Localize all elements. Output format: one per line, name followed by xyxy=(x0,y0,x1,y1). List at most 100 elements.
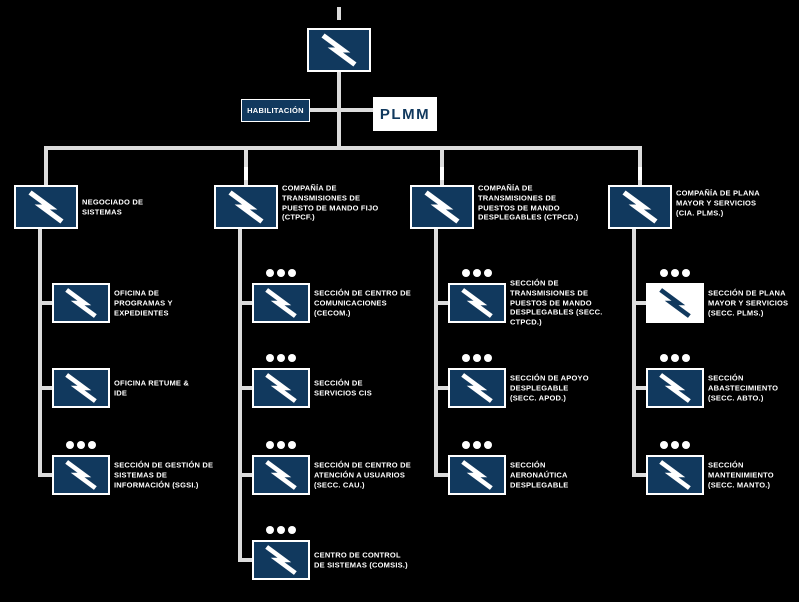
signal-flash-icon xyxy=(461,460,493,490)
connector-line xyxy=(436,386,448,390)
echelon-dot xyxy=(266,269,274,277)
connector-line xyxy=(434,229,438,477)
connector-line xyxy=(44,146,642,150)
echelon-dot xyxy=(77,441,85,449)
unit-label: SECCIÓN AERONAÚTICA DESPLEGABLE xyxy=(510,460,569,489)
branch-head-box xyxy=(214,185,278,229)
section-echelon-dots xyxy=(266,354,296,362)
signal-flash-icon xyxy=(28,190,64,224)
echelon-dot xyxy=(266,354,274,362)
connector-line xyxy=(634,386,646,390)
echelon-dot xyxy=(473,269,481,277)
signal-flash-icon xyxy=(265,373,297,403)
unit-box xyxy=(52,455,110,495)
echelon-dot xyxy=(682,269,690,277)
branch-head-label: NEGOCIADO DE SISTEMAS xyxy=(82,197,144,216)
unit-label: SECCIÓN DE CENTRO DE ATENCIÓN A USUARIOS… xyxy=(314,460,411,489)
unit-label: OFICINA RETUME & IDE xyxy=(114,378,190,397)
connector-line xyxy=(238,229,242,562)
echelon-dot xyxy=(277,354,285,362)
section-echelon-dots xyxy=(660,441,690,449)
echelon-dot xyxy=(671,441,679,449)
echelon-dot xyxy=(277,269,285,277)
echelon-dot xyxy=(671,354,679,362)
connector-line xyxy=(40,386,52,390)
branch-head-label: COMPAÑÍA DE TRANSMISIONES DE PUESTO DE M… xyxy=(282,183,379,222)
echelon-dot xyxy=(266,526,274,534)
company-echelon-bar xyxy=(440,167,444,180)
unit-label: SECCIÓN DE APOYO DESPLEGABLE (SECC. APOD… xyxy=(510,373,589,402)
echelon-dot xyxy=(660,441,668,449)
section-echelon-dots xyxy=(266,269,296,277)
unit-label: SECCIÓN DE TRANSMISIONES DE PUESTOS DE M… xyxy=(510,278,603,327)
section-echelon-dots xyxy=(462,269,492,277)
echelon-dot xyxy=(277,441,285,449)
echelon-dot xyxy=(266,441,274,449)
section-echelon-dots xyxy=(660,354,690,362)
section-echelon-dots xyxy=(660,269,690,277)
echelon-dot xyxy=(288,354,296,362)
unit-box xyxy=(448,368,506,408)
echelon-dot xyxy=(462,269,470,277)
section-echelon-dots xyxy=(462,354,492,362)
plmm-label: PLMM xyxy=(379,105,431,123)
echelon-dot xyxy=(288,526,296,534)
branch-head-box xyxy=(608,185,672,229)
signal-flash-icon xyxy=(622,190,658,224)
echelon-dot xyxy=(462,354,470,362)
section-echelon-dots xyxy=(462,441,492,449)
unit-box xyxy=(252,368,310,408)
signal-flash-icon xyxy=(65,460,97,490)
branch-head-box xyxy=(410,185,474,229)
signal-flash-icon xyxy=(659,373,691,403)
unit-box xyxy=(52,368,110,408)
unit-box xyxy=(52,283,110,323)
connector-line xyxy=(309,108,374,112)
echelon-dot xyxy=(288,441,296,449)
echelon-dot xyxy=(671,269,679,277)
signal-flash-icon xyxy=(265,288,297,318)
unit-box xyxy=(448,455,506,495)
echelon-dot xyxy=(66,441,74,449)
signal-flash-icon xyxy=(265,460,297,490)
branch-head-label: COMPAÑÍA DE PLANA MAYOR Y SERVICIOS (CIA… xyxy=(676,188,760,217)
unit-label: SECCIÓN DE PLANA MAYOR Y SERVICIOS (SECC… xyxy=(708,288,789,317)
unit-label: SECCIÓN DE CENTRO DE COMUNICACIONES (CEC… xyxy=(314,288,411,317)
echelon-dot xyxy=(473,441,481,449)
section-echelon-dots xyxy=(266,526,296,534)
unit-box xyxy=(646,368,704,408)
echelon-dot xyxy=(682,441,690,449)
signal-flash-icon xyxy=(228,190,264,224)
connector-line xyxy=(40,301,52,305)
unit-label: CENTRO DE CONTROL DE SISTEMAS (COMSIS.) xyxy=(314,550,408,569)
signal-flash-icon xyxy=(659,460,691,490)
echelon-dot xyxy=(473,354,481,362)
signal-flash-icon xyxy=(461,288,493,318)
unit-box xyxy=(646,455,704,495)
connector-line xyxy=(44,146,48,185)
connector-line xyxy=(240,301,252,305)
connector-line xyxy=(240,386,252,390)
company-echelon-bar xyxy=(638,167,642,180)
connector-line xyxy=(634,301,646,305)
section-echelon-dots xyxy=(66,441,96,449)
connector-line xyxy=(240,473,252,477)
signal-flash-icon xyxy=(424,190,460,224)
unit-label: SECCIÓN DE GESTIÓN DE SISTEMAS DE INFORM… xyxy=(114,460,214,489)
connector-line xyxy=(634,473,646,477)
branch-head-box xyxy=(14,185,78,229)
unit-label: SECCIÓN ABASTECIMIENTO (SECC. ABTO.) xyxy=(708,373,779,402)
connector-line xyxy=(440,146,444,185)
connector-line xyxy=(436,473,448,477)
connector-line xyxy=(632,229,636,477)
echelon-dot xyxy=(484,441,492,449)
echelon-dot xyxy=(484,269,492,277)
connector-line xyxy=(240,558,252,562)
echelon-dot xyxy=(88,441,96,449)
unit-box xyxy=(448,283,506,323)
echelon-dot xyxy=(484,354,492,362)
section-echelon-dots xyxy=(266,441,296,449)
branch-head-label: COMPAÑÍA DE TRANSMISIONES DE PUESTOS DE … xyxy=(478,183,579,222)
signal-flash-icon xyxy=(659,288,691,318)
